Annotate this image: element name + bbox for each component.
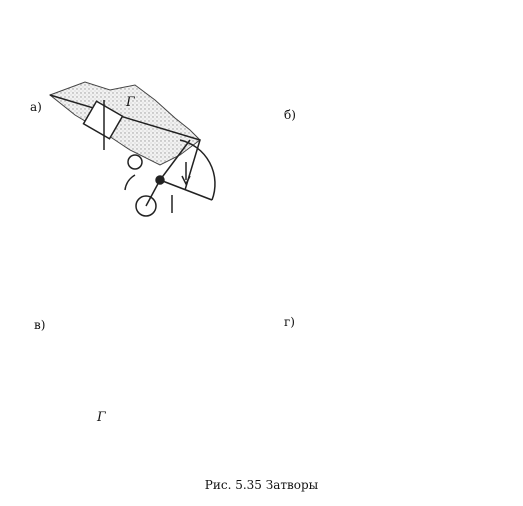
panel-a-roller (127, 154, 143, 170)
panel-g-label: г) (284, 315, 295, 329)
panel-a-diagram (48, 81, 216, 217)
panel-v-label: в) (34, 318, 46, 332)
figure-caption: Рис. 5.35 Затворы (204, 478, 319, 492)
panel-v-force-letter: Г (97, 410, 106, 425)
panel-a-counterweight (135, 195, 157, 217)
panel-a-force-letter: Г (126, 95, 135, 110)
panel-b-label: б) (284, 108, 296, 122)
panel-a-material (48, 81, 201, 166)
panel-a-rotation-arrow (124, 174, 136, 191)
panel-a-label: а) (30, 100, 42, 114)
panel-a-force-box (82, 100, 124, 140)
